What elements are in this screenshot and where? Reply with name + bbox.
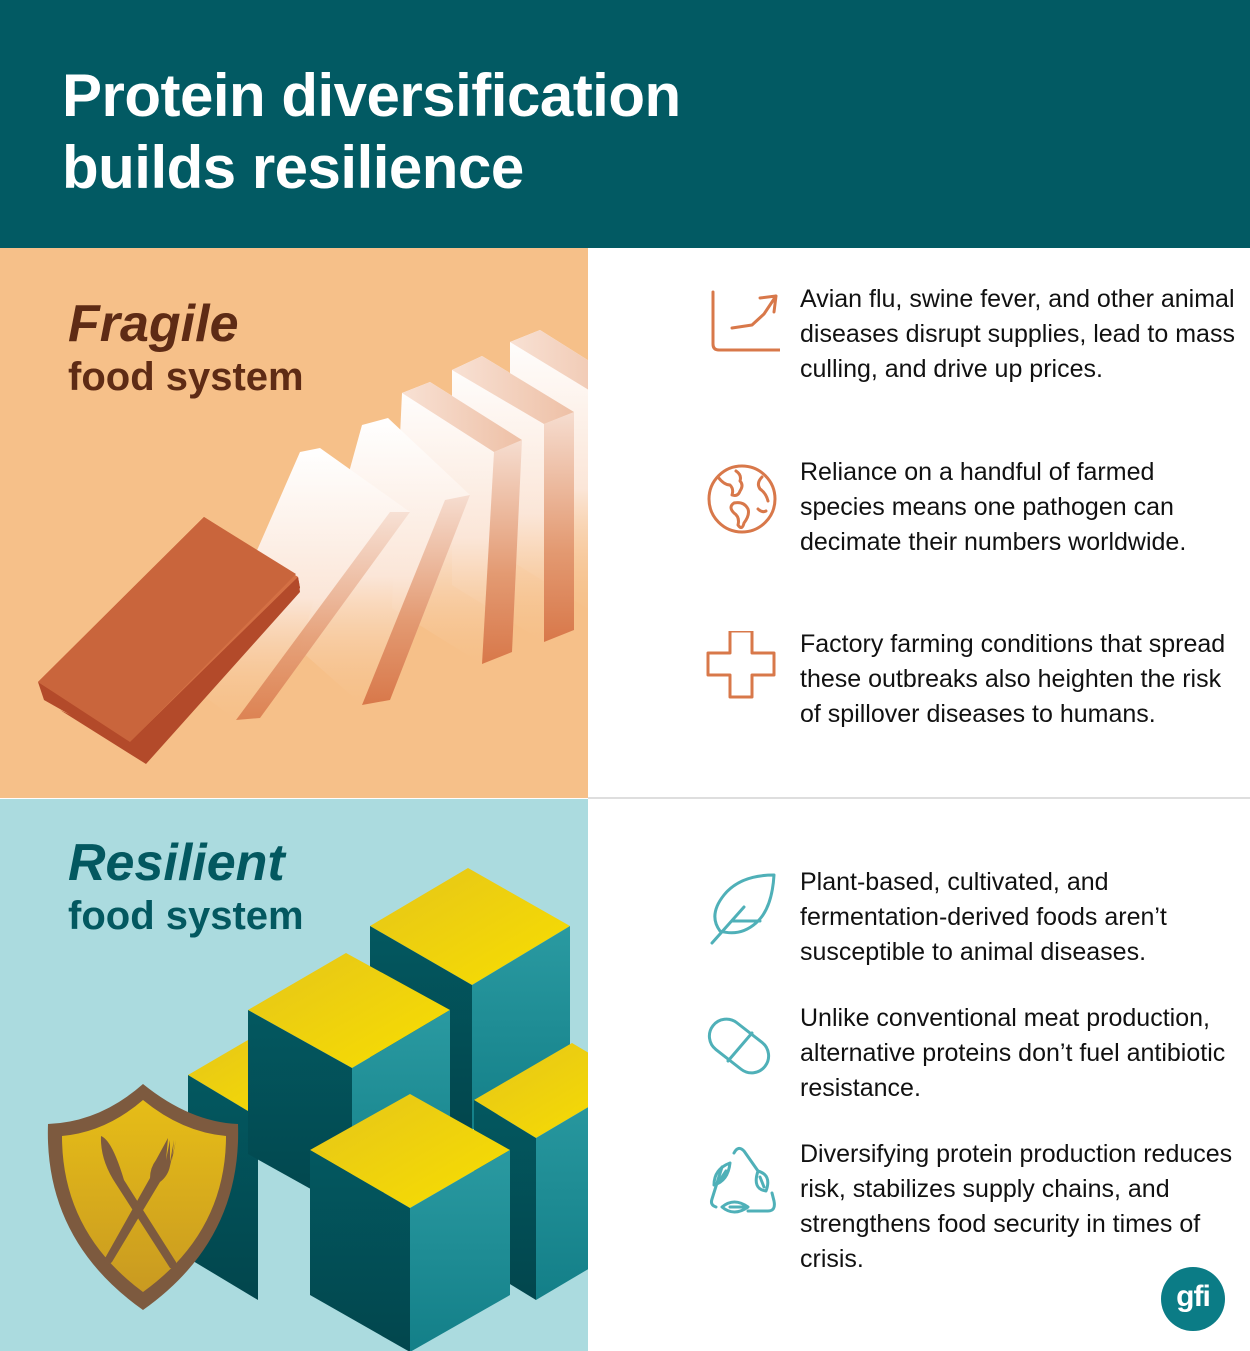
resilient-heading-emphasis: Resilient	[68, 834, 285, 892]
trend-up-chart-icon	[711, 290, 780, 352]
fragile-panel: Fragile food system	[0, 248, 588, 798]
falling-dominoes-illustration	[38, 330, 588, 764]
medical-cross-icon	[706, 631, 776, 699]
gfi-logo-text: gfi	[1176, 1280, 1211, 1313]
resilient-heading: Resilient food system	[68, 835, 304, 941]
stacked-cubes-illustration	[47, 868, 588, 1351]
resilient-item-text: Unlike conventional meat production, alt…	[800, 1004, 1226, 1102]
resilient-heading-subtitle: food system	[68, 894, 304, 938]
gfi-logo: gfi	[1161, 1267, 1225, 1331]
page-title: Protein diversification builds resilienc…	[62, 62, 681, 201]
leaf-cycle-icon	[710, 1146, 776, 1214]
fragile-item-text: Reliance on a handful of farmed species …	[800, 458, 1187, 556]
section-divider	[588, 797, 1250, 799]
leaf-icon	[710, 873, 776, 945]
fragile-heading-subtitle: food system	[68, 355, 304, 399]
fragile-item-text: Avian flu, swine fever, and other animal…	[800, 285, 1235, 383]
shield-utensils-icon	[47, 1084, 239, 1310]
fragile-item-text: Factory farming conditions that spread t…	[800, 630, 1226, 728]
fragile-heading-emphasis: Fragile	[68, 295, 239, 353]
resilient-panel: Resilient food system	[0, 799, 588, 1351]
resilient-item-text: Plant-based, cultivated, and fermentatio…	[800, 868, 1167, 966]
globe-icon	[707, 464, 777, 534]
resilient-item-text: Diversifying protein production reduces …	[800, 1140, 1233, 1273]
header-banner: Protein diversification builds resilienc…	[0, 0, 1250, 248]
pill-capsule-icon	[707, 1017, 771, 1075]
fragile-heading: Fragile food system	[68, 296, 304, 402]
